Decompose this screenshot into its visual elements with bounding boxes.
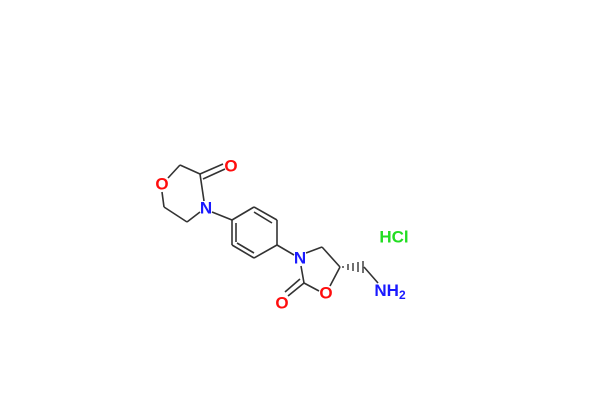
bond — [253, 206, 278, 221]
bond — [231, 206, 255, 221]
bond — [179, 164, 201, 175]
bond — [253, 244, 278, 259]
atom-amine: NH2 — [374, 281, 406, 303]
bond — [202, 168, 226, 180]
atom-oxygen: O — [319, 284, 332, 303]
bond — [284, 278, 301, 293]
atom-labels: O O N N O O NH2 HCl — [155, 157, 408, 313]
bond — [287, 282, 305, 297]
bonds — [161, 163, 379, 297]
bond — [161, 191, 165, 208]
bond — [199, 163, 224, 175]
atom-nitrogen: N — [294, 249, 306, 268]
bond — [163, 206, 188, 223]
bond — [253, 211, 273, 224]
bond — [305, 246, 323, 254]
hashed-wedge-bond — [342, 261, 364, 273]
bond — [231, 244, 255, 259]
atom-oxygen: O — [155, 175, 168, 194]
atom-nitrogen: N — [200, 199, 212, 218]
atom-oxygen: O — [275, 294, 288, 313]
bond — [186, 211, 201, 223]
salt-hcl: HCl — [379, 228, 408, 247]
atom-oxygen: O — [224, 157, 237, 176]
bond — [167, 164, 181, 179]
bond — [363, 266, 379, 284]
bond — [300, 265, 305, 284]
bond — [303, 282, 320, 292]
bond — [329, 266, 341, 287]
bond — [211, 211, 233, 221]
bond — [276, 244, 295, 256]
bond — [236, 242, 255, 254]
bond — [199, 173, 205, 202]
bond — [321, 246, 341, 268]
